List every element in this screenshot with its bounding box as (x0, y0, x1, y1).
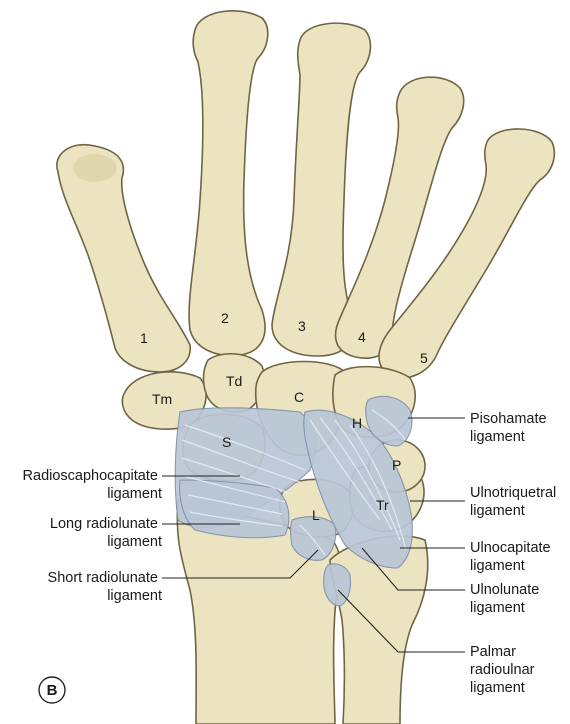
long-radiolunate-label: Long radiolunate ligament (50, 516, 162, 550)
short-radiolunate-label: Short radiolunate ligament (48, 570, 162, 604)
short-radiolunate-label-line1: Short radiolunate (48, 570, 158, 586)
bones (56, 10, 556, 724)
long-radiolunate-label-line1: Long radiolunate (50, 516, 158, 532)
palmar-radioulnar-label-line3: ligament (470, 680, 525, 696)
capitate-label: C (294, 389, 304, 405)
triquetrum-label: Tr (376, 497, 389, 513)
ulnotriquetral-label: Ulnotriquetral ligament (470, 485, 560, 519)
hamate-label: H (352, 415, 362, 431)
leader-lines (162, 417, 465, 653)
ulnocapitate-label: Ulnocapitate ligament (470, 540, 555, 574)
metacarpal-4-label: 4 (358, 329, 366, 345)
pisohamate-label-line2: ligament (470, 429, 525, 445)
ulnolunate-label: Ulnolunate ligament (470, 582, 543, 616)
panel-badge: B (38, 676, 66, 704)
pisohamate-label: Pisohamate ligament (470, 411, 551, 445)
ulnotriquetral-label-line1: Ulnotriquetral (470, 485, 556, 501)
palmar-radioulnar-leader (337, 589, 465, 653)
ulnolunate-label-line1: Ulnolunate (470, 582, 539, 598)
ulnocapitate-label-line2: ligament (470, 558, 525, 574)
palmar-radioulnar-label: Palmar radioulnar ligament (470, 644, 539, 696)
pisohamate-label-line1: Pisohamate (470, 411, 547, 427)
ulnolunate-label-line2: ligament (470, 600, 525, 616)
palmar-radioulnar-label-line1: Palmar (470, 644, 516, 660)
radioscaphocapitate-label-line2: ligament (107, 486, 162, 502)
bone-labels: 1 2 3 4 5 Tm Td C H S P Tr L (140, 310, 428, 523)
trapezium-label: Tm (152, 391, 172, 407)
metacarpal-2-label: 2 (221, 310, 229, 326)
radioscaphocapitate-label: Radioscaphocapitate ligament (23, 468, 162, 502)
panel-badge-letter: B (47, 682, 58, 699)
ligament-labels: Pisohamate ligament Radioscaphocapitate … (23, 411, 560, 696)
short-radiolunate-label-line2: ligament (107, 588, 162, 604)
palmar-radioulnar-label-line2: radioulnar (470, 662, 535, 678)
pisiform-label: P (392, 457, 401, 473)
metacarpal-1-label: 1 (140, 330, 148, 346)
metacarpal-2-bone (188, 10, 269, 357)
lunate-label: L (312, 507, 320, 523)
metacarpal-5-bone (378, 128, 556, 379)
ulnocapitate-label-line1: Ulnocapitate (470, 540, 551, 556)
trapezoid-label: Td (226, 373, 242, 389)
short-radiolunate-leader (162, 549, 319, 579)
metacarpal-5-label: 5 (420, 350, 428, 366)
scaphoid-label: S (222, 434, 231, 450)
long-radiolunate-label-line2: ligament (107, 534, 162, 550)
metacarpal-1-bone (56, 143, 191, 373)
ulnotriquetral-label-line2: ligament (470, 503, 525, 519)
metacarpal-3-label: 3 (298, 318, 306, 334)
radioscaphocapitate-label-line1: Radioscaphocapitate (23, 468, 158, 484)
panel-badge-circle (38, 676, 66, 704)
ulnolunate-leader (361, 547, 465, 591)
